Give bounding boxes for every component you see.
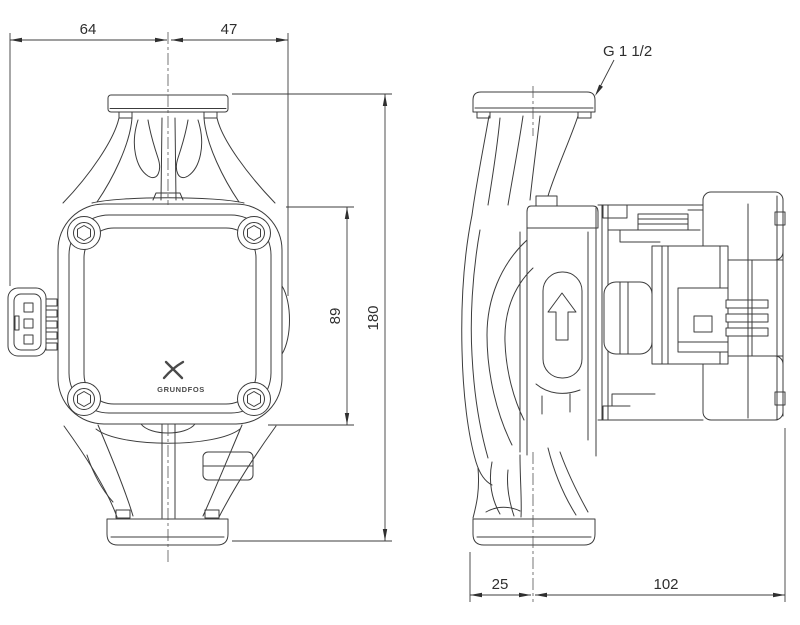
front-body <box>57 203 290 434</box>
dimension-180: 180 <box>232 93 392 542</box>
corner-screw-top-left <box>67 216 101 250</box>
dimension-47: 47 <box>171 21 289 296</box>
centerlines <box>167 32 534 602</box>
corner-screw-top-right <box>237 216 271 250</box>
electrical-connector <box>7 287 58 357</box>
front-view: GRUNDFOS <box>7 94 290 546</box>
connector-pin <box>23 318 34 329</box>
flow-arrow-plate <box>542 271 583 379</box>
grundfos-logo: GRUNDFOS <box>157 360 205 394</box>
side-bottom-neck <box>472 447 589 519</box>
front-bottom-flange <box>106 518 229 546</box>
front-bottom-neck <box>63 423 277 519</box>
dim-depth-front: 25 <box>492 576 509 593</box>
terminal-pin <box>725 327 769 337</box>
connector-pin <box>23 334 34 345</box>
side-view <box>461 91 786 546</box>
thread-size-label: G 1 1/2 <box>603 43 652 60</box>
dimension-64: 64 <box>9 21 167 286</box>
dim-body-height: 89 <box>327 308 344 325</box>
dimension-25: 25 <box>469 552 531 602</box>
side-volute <box>461 207 597 486</box>
connector-pin <box>23 302 34 313</box>
side-bottom-flange <box>472 518 596 546</box>
dimension-102: 102 <box>535 428 786 602</box>
thread-callout: G 1 1/2 <box>595 43 652 96</box>
dim-width-right: 47 <box>221 21 238 38</box>
flow-arrow-up-icon <box>547 292 577 341</box>
control-box-bottom <box>702 355 784 421</box>
corner-screw-bottom-left <box>67 382 101 416</box>
dim-depth-rear: 102 <box>653 576 678 593</box>
corner-screw-bottom-right <box>237 382 271 416</box>
side-top-flange <box>472 91 596 119</box>
terminal-pin <box>725 313 769 323</box>
grundfos-x-icon <box>162 360 185 380</box>
grundfos-logo-text: GRUNDFOS <box>157 385 205 394</box>
dim-width-left: 64 <box>80 21 97 38</box>
terminal-pin <box>725 299 769 309</box>
front-top-neck <box>62 117 276 204</box>
dimension-89: 89 <box>268 206 354 426</box>
dim-overall-height: 180 <box>365 305 382 330</box>
side-top-neck <box>471 115 599 229</box>
side-motor-section <box>597 191 786 421</box>
